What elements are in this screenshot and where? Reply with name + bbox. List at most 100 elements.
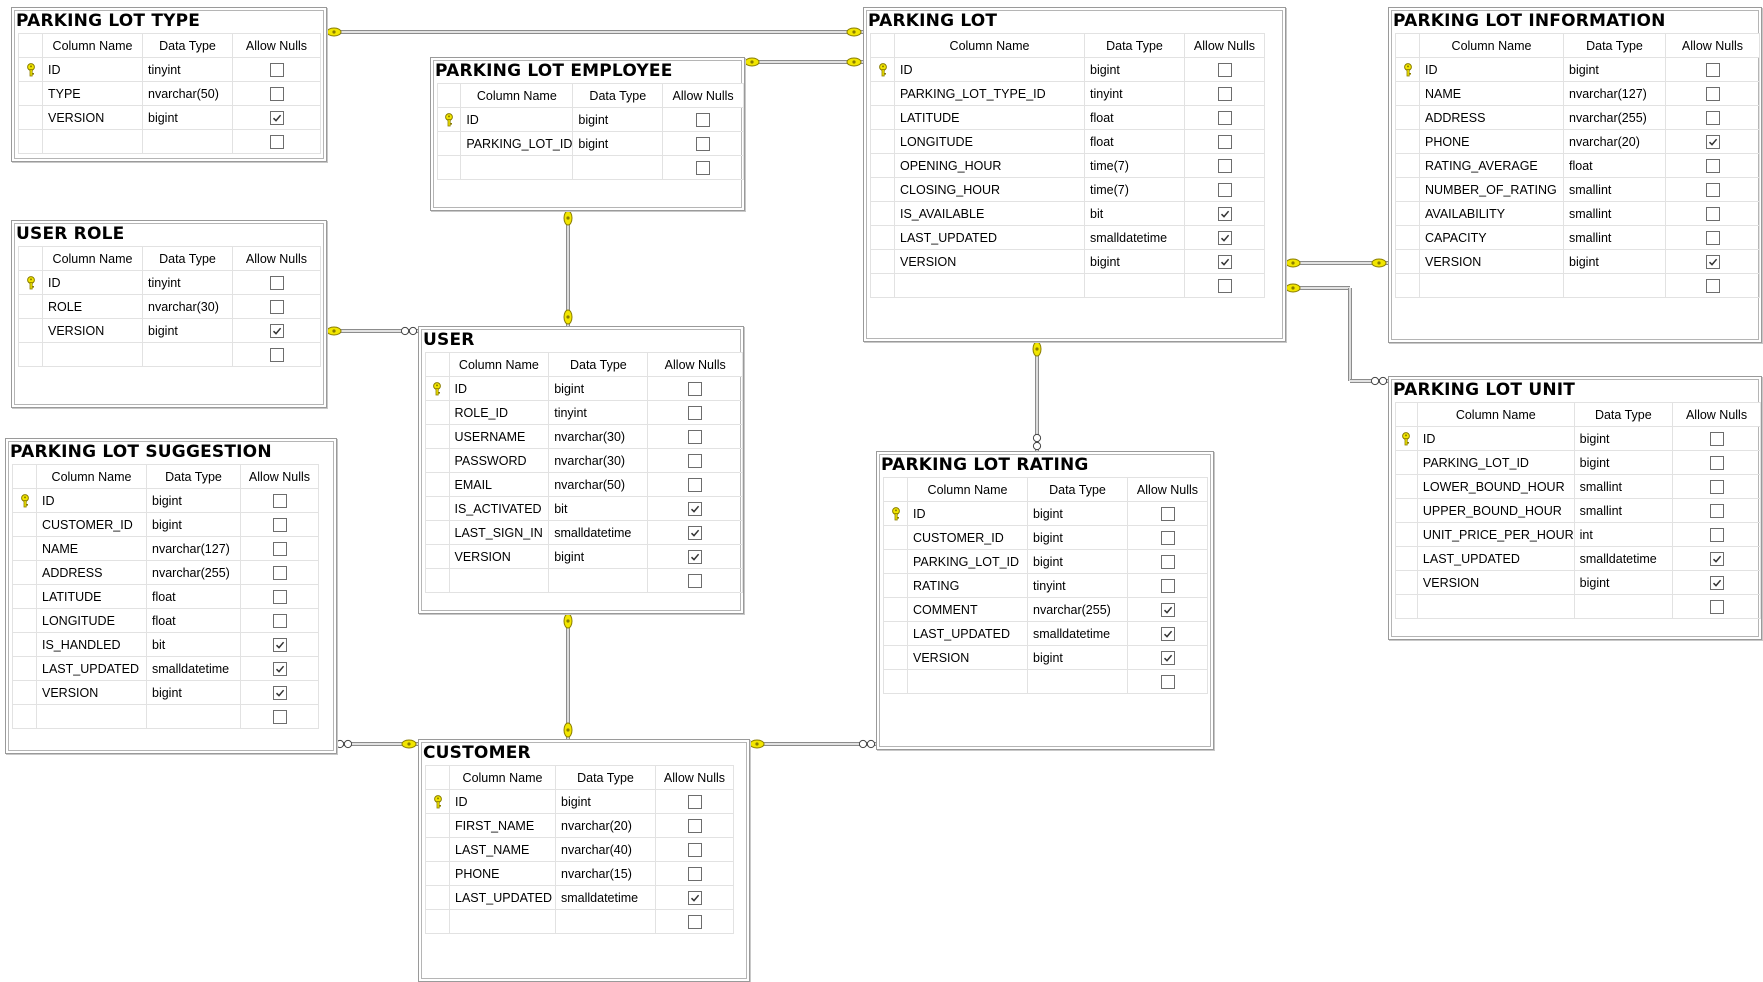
allow-nulls-checkbox[interactable] <box>1672 474 1761 499</box>
data-type-cell[interactable]: float <box>1084 105 1185 130</box>
row-selector[interactable] <box>883 501 908 526</box>
row-selector[interactable] <box>18 318 43 343</box>
row-selector[interactable] <box>425 544 450 569</box>
allow-nulls-checkbox[interactable] <box>1184 57 1265 82</box>
row-selector[interactable] <box>12 512 37 537</box>
row-selector[interactable] <box>1395 594 1418 619</box>
relationship-line[interactable] <box>563 612 573 739</box>
row-selector[interactable] <box>870 153 895 178</box>
row-selector[interactable] <box>1395 177 1420 202</box>
row-selector[interactable] <box>1395 546 1418 571</box>
row-selector[interactable] <box>1395 570 1418 595</box>
column-name-cell[interactable] <box>449 909 556 934</box>
new-row[interactable] <box>425 568 743 593</box>
relationship-line[interactable] <box>325 27 863 37</box>
row-selector[interactable] <box>425 568 450 593</box>
allow-nulls-checkbox[interactable] <box>1672 498 1761 523</box>
column-name-cell[interactable]: PASSWORD <box>448 448 550 473</box>
data-type-cell[interactable] <box>572 155 664 180</box>
allow-nulls-checkbox[interactable] <box>240 704 319 729</box>
column-name-cell[interactable]: PARKING_LOT_ID <box>460 131 574 156</box>
column-name-cell[interactable]: CUSTOMER_ID <box>36 512 147 537</box>
data-type-cell[interactable]: bigint <box>142 105 233 130</box>
data-type-cell[interactable] <box>1027 669 1128 694</box>
row-selector[interactable] <box>1395 450 1418 475</box>
data-type-cell[interactable]: bigint <box>146 680 241 705</box>
column-name-cell[interactable]: VERSION <box>448 544 550 569</box>
column-name-cell[interactable]: IS_ACTIVATED <box>448 496 550 521</box>
column-name-cell[interactable]: VERSION <box>42 105 143 130</box>
column-name-cell[interactable]: LONGITUDE <box>36 608 147 633</box>
column-name-cell[interactable]: USERNAME <box>448 424 550 449</box>
row-selector[interactable] <box>425 789 450 814</box>
column-name-cell[interactable]: RATING_AVERAGE <box>1419 153 1564 178</box>
column-name-cell[interactable]: ID <box>894 57 1085 82</box>
row-selector[interactable] <box>1395 129 1420 154</box>
data-type-cell[interactable]: tinyint <box>1084 81 1185 106</box>
row-selector[interactable] <box>12 488 37 513</box>
column-name-cell[interactable]: LAST_UPDATED <box>907 621 1028 646</box>
data-type-cell[interactable]: nvarchar(30) <box>142 294 233 319</box>
row-selector[interactable] <box>870 225 895 250</box>
allow-nulls-checkbox[interactable] <box>232 81 321 106</box>
column-name-cell[interactable]: CLOSING_HOUR <box>894 177 1085 202</box>
column-name-cell[interactable]: ID <box>460 107 574 132</box>
data-type-cell[interactable] <box>142 129 233 154</box>
data-type-cell[interactable]: smalldatetime <box>548 520 649 545</box>
column-name-cell[interactable]: PARKING_LOT_ID <box>907 549 1028 574</box>
column-name-cell[interactable]: ROLE <box>42 294 143 319</box>
row-selector[interactable] <box>425 837 450 862</box>
data-type-cell[interactable]: bigint <box>1027 501 1128 526</box>
row-selector[interactable] <box>870 177 895 202</box>
allow-nulls-checkbox[interactable] <box>647 496 743 521</box>
allow-nulls-checkbox[interactable] <box>232 342 321 367</box>
data-type-cell[interactable]: nvarchar(15) <box>555 861 656 886</box>
row-selector[interactable] <box>12 656 37 681</box>
row-selector[interactable] <box>883 621 908 646</box>
column-name-cell[interactable]: ADDRESS <box>1419 105 1564 130</box>
row-selector[interactable] <box>1395 249 1420 274</box>
data-type-cell[interactable]: bigint <box>1573 426 1674 451</box>
allow-nulls-checkbox[interactable] <box>240 488 319 513</box>
row-selector[interactable] <box>425 861 450 886</box>
allow-nulls-checkbox[interactable] <box>1665 81 1760 106</box>
row-selector[interactable] <box>12 680 37 705</box>
allow-nulls-checkbox[interactable] <box>240 632 319 657</box>
allow-nulls-checkbox[interactable] <box>1672 426 1761 451</box>
data-type-cell[interactable]: nvarchar(255) <box>1563 105 1666 130</box>
data-type-cell[interactable]: smallint <box>1563 177 1666 202</box>
allow-nulls-checkbox[interactable] <box>1672 546 1761 571</box>
row-selector[interactable] <box>425 813 450 838</box>
data-type-cell[interactable]: smallint <box>1573 498 1674 523</box>
row-selector[interactable] <box>883 645 908 670</box>
row-selector[interactable] <box>18 342 43 367</box>
column-name-cell[interactable]: VERSION <box>36 680 147 705</box>
allow-nulls-checkbox[interactable] <box>655 813 734 838</box>
row-selector[interactable] <box>425 448 450 473</box>
row-selector[interactable] <box>1395 153 1420 178</box>
allow-nulls-checkbox[interactable] <box>240 512 319 537</box>
allow-nulls-checkbox[interactable] <box>647 544 743 569</box>
new-row[interactable] <box>18 342 321 367</box>
relationship-line[interactable] <box>743 57 863 67</box>
column-name-cell[interactable]: LAST_UPDATED <box>36 656 147 681</box>
data-type-cell[interactable]: nvarchar(40) <box>555 837 656 862</box>
column-name-cell[interactable]: ADDRESS <box>36 560 147 585</box>
row-selector[interactable] <box>12 608 37 633</box>
data-type-cell[interactable]: tinyint <box>142 57 233 82</box>
allow-nulls-checkbox[interactable] <box>1665 129 1760 154</box>
